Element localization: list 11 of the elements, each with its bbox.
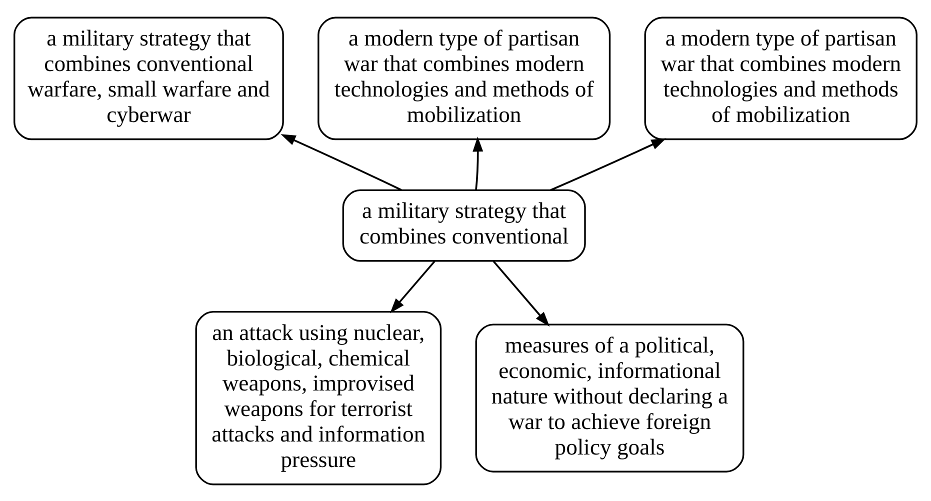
node-box: a modern type of partisan war that combines modern technologies and methods of mobilization <box>644 16 918 140</box>
node-box: measures of a political, economic, informational nature without declaring a war to achieve foreign policy goals <box>475 323 744 472</box>
arrow <box>280 134 402 190</box>
arrow <box>390 260 436 313</box>
node-box: a military strategy that combines conventional warfare, small warfare and cyberwar <box>14 16 284 140</box>
arrow <box>492 260 550 326</box>
node-box: a modern type of partisan war that combines modern technologies and methods of mobilization <box>318 16 611 140</box>
arrow <box>472 136 484 190</box>
node-box: a military strategy that combines conventional <box>342 188 586 262</box>
node-box: an attack using nuclear, biological, chemical weapons, improvised weapons for terrorist attacks and information pressure <box>195 310 442 485</box>
arrow <box>550 138 666 190</box>
